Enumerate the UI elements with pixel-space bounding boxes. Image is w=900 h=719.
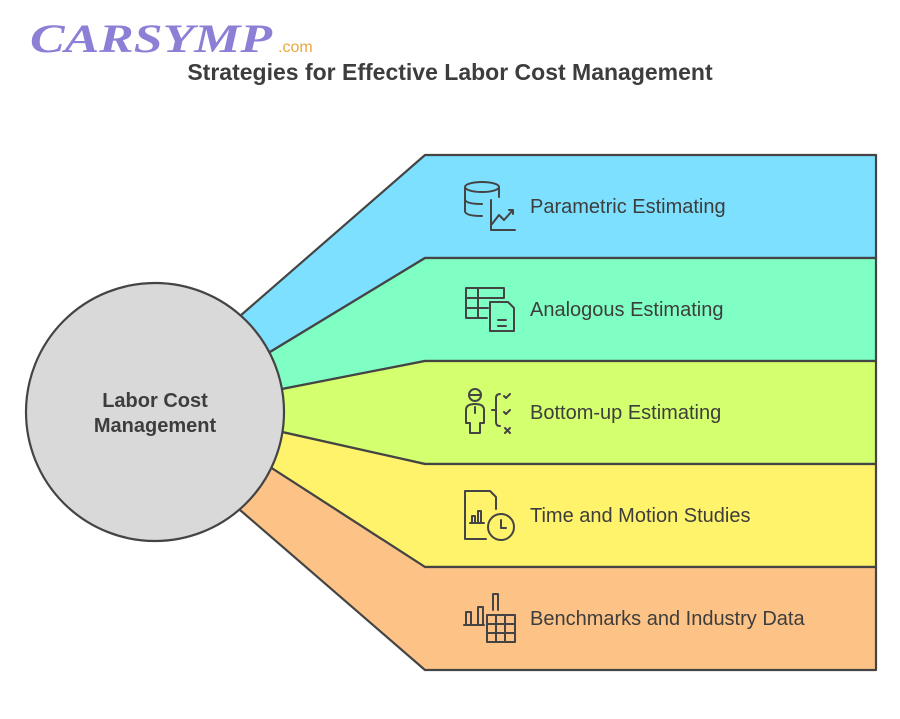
center-node: [24, 281, 286, 543]
bar-chart-table-icon: [463, 593, 516, 643]
table-document-icon: [465, 287, 515, 332]
branch-label-time-motion: Time and Motion Studies: [530, 505, 750, 527]
branch-label-benchmarks: Benchmarks and Industry Data: [530, 608, 805, 630]
center-label-line1: Labor Cost: [102, 390, 208, 412]
branch-label-analogous: Analogous Estimating: [530, 299, 723, 321]
branch-benchmarks: [153, 411, 878, 672]
branch-label-parametric: Parametric Estimating: [530, 196, 726, 218]
page-title: Strategies for Effective Labor Cost Mana…: [187, 59, 713, 85]
person-checklist-icon: [465, 388, 511, 434]
branch-label-bottom-up: Bottom-up Estimating: [530, 402, 721, 424]
database-chart-icon: [464, 181, 516, 231]
logo-text: CARSYMP: [30, 16, 273, 61]
center-label-line2: Management: [94, 415, 217, 437]
report-clock-icon: [464, 490, 515, 541]
logo-subtext: .com: [278, 39, 313, 56]
logo: CARSYMP .com: [30, 16, 313, 61]
